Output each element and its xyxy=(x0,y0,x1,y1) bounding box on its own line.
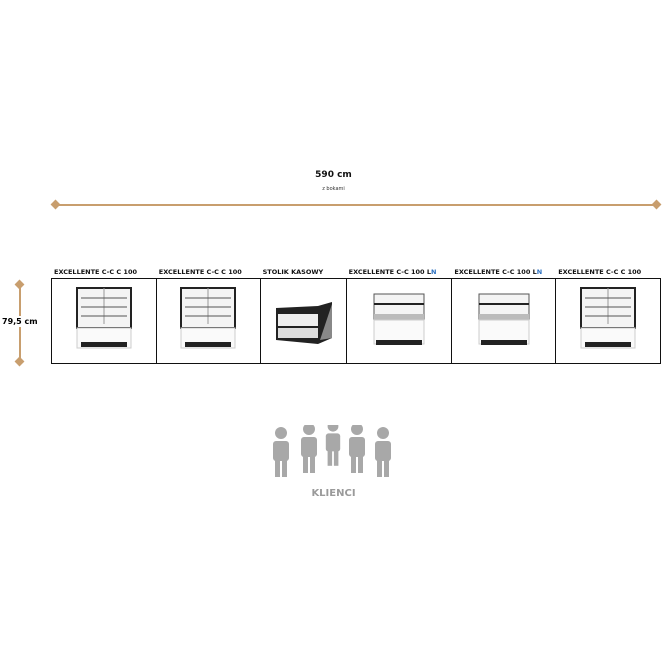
dimension-end-marker xyxy=(651,199,662,210)
unit-label-suffix: N xyxy=(430,268,437,276)
unit-label: EXCELLENTE C-C C 100 xyxy=(558,268,641,276)
low-display-icon xyxy=(364,284,434,358)
counter-unit: EXCELLENTE C-C 100 LN xyxy=(347,268,453,363)
unit-label-text: STOLIK KASOWY xyxy=(262,268,324,276)
cash-desk-icon xyxy=(268,284,338,358)
tall-display-icon xyxy=(573,284,643,358)
dimension-end-marker xyxy=(50,199,61,210)
unit-label: EXCELLENTE C-C 100 LN xyxy=(454,268,542,276)
customers-icon xyxy=(273,425,391,477)
counter-unit: EXCELLENTE C-C C 100 xyxy=(157,268,261,363)
unit-label-text: EXCELLENTE C-C C 100 xyxy=(158,268,242,276)
width-dimension-line xyxy=(55,204,657,206)
customers-label: KLIENCI xyxy=(311,488,356,499)
unit-label-text: EXCELLENTE C-C 100 L xyxy=(348,268,431,276)
dimension-end-marker xyxy=(14,356,25,367)
unit-label-text: EXCELLENTE C-C C 100 xyxy=(54,268,137,276)
width-dimension-note: z bokami xyxy=(322,186,345,192)
unit-label-text: EXCELLENTE C-C C 100 xyxy=(558,268,642,276)
dimension-end-marker xyxy=(14,279,25,290)
unit-label: STOLIK KASOWY xyxy=(263,268,324,276)
tall-display-icon xyxy=(173,284,243,358)
counter-layout: EXCELLENTE C-C C 100 EXCELLENTE C-C C 100… xyxy=(51,268,661,364)
unit-label: EXCELLENTE C-C C 100 xyxy=(54,268,137,276)
unit-label-suffix: N xyxy=(536,268,543,276)
width-dimension-value: 590 cm xyxy=(315,170,352,180)
counter-unit: EXCELLENTE C-C C 100 xyxy=(556,268,660,363)
counter-unit: STOLIK KASOWY xyxy=(261,268,347,363)
unit-label-text: EXCELLENTE C-C 100 L xyxy=(454,268,537,276)
height-dimension-value: 79,5 cm xyxy=(2,316,38,327)
unit-label: EXCELLENTE C-C 100 LN xyxy=(349,268,437,276)
counter-unit: EXCELLENTE C-C C 100 xyxy=(52,268,157,363)
counter-unit: EXCELLENTE C-C 100 LN xyxy=(452,268,557,363)
tall-display-icon xyxy=(69,284,139,358)
unit-label: EXCELLENTE C-C C 100 xyxy=(159,268,242,276)
low-display-icon xyxy=(469,284,539,358)
